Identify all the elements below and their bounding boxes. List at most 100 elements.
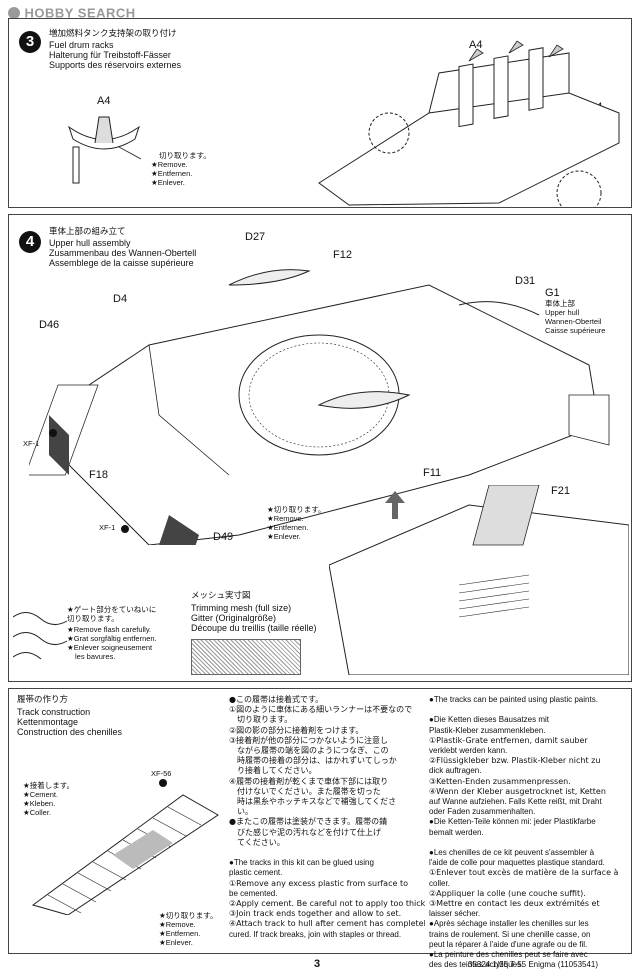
instruction-line: 時は黒糸やホッチキスなどで補強してくださ (229, 797, 397, 807)
instruction-line: ②Apply cement. Be careful not to apply t… (229, 899, 425, 909)
tracks-remove-en: ★Remove. (159, 920, 196, 929)
instruction-line: trains de roulement. Si une chenille cas… (429, 929, 591, 939)
cement-note-jp: ★接着します。 (23, 781, 74, 790)
watermark: HOBBY SEARCH (8, 4, 136, 22)
product-code: 35324 1/35 T-55 Enigma (11053541) (468, 960, 599, 969)
step3-title-de: Halterung für Treibstoff-Fässer (49, 50, 171, 60)
instruction-line (429, 838, 629, 848)
instruction-line: ③Join track ends together and allow to s… (229, 909, 402, 919)
instruction-line: ●The tracks can be painted using plastic… (429, 695, 598, 704)
instruction-line: ①Remove any excess plastic from surface … (229, 878, 408, 888)
tracks-remove-jp: ★切り取ります。 (159, 911, 218, 920)
instruction-line: ●Die Ketten dieses Bausatzes mit (429, 715, 549, 725)
instruction-line: 付けないでください。また履帯を切った (229, 786, 381, 796)
tracks-panel: 履帯の作り方 Track construction Kettenmontage … (8, 688, 632, 969)
gate-detail-drawing (13, 612, 68, 660)
paint-label-xf1-a: XF-1 (23, 439, 40, 448)
tracks-title-fr: Construction des chenilles (17, 727, 123, 737)
mesh-title-jp: メッシュ実寸図 (191, 591, 251, 601)
instruction-line: てください。 (229, 837, 285, 847)
step4-title-en: Upper hull assembly (49, 238, 131, 248)
instruction-line: ●Die Ketten-Teile können mi: jeder Plast… (429, 817, 596, 827)
instruction-line: laisser sécher. (429, 909, 481, 919)
step4-remove-jp: ★切り取ります。 (267, 505, 326, 514)
instruction-line: verklebt werden kann. (429, 746, 508, 756)
gate-note-jp1: ★ゲート部分をていねいに (67, 605, 157, 614)
step4-title-fr: Assemblege de la caisse supérieure (49, 258, 194, 268)
rack-part-drawing (68, 116, 142, 184)
part-label-f18: F18 (89, 469, 108, 481)
instruction-line: ●Après séchage installer les chenilles s… (429, 919, 589, 929)
instruction-line: ③Ketten-Enden zusammenpressen. (429, 776, 571, 786)
cement-note-de: ★Kleben. (23, 799, 56, 808)
instruction-line: ●Les chenilles de ce kit peuvent s'assem… (429, 848, 595, 858)
part-label-a4-left: A4 (97, 95, 111, 107)
instruction-line: ●La peinture des chenilles peut se faire… (429, 950, 588, 960)
step3-title-en: Fuel drum racks (49, 40, 114, 50)
gate-note-de: ★Grat sorgfältig entfernen. (67, 634, 157, 643)
gate-note-jp2: 切り取ります。 (67, 614, 119, 623)
page-number: 3 (314, 958, 321, 970)
instruction-line: Plastik-Kleber zusammenkleben. (429, 725, 546, 735)
instruction-line: 切り取ります。 (229, 715, 293, 725)
part-label-d27: D27 (245, 231, 266, 243)
step4-remove-de: ★Entfernen. (267, 523, 309, 532)
track-link-drawing (31, 794, 219, 915)
instruction-line: des des teintes acryliques. (429, 960, 524, 970)
part-label-f21: F21 (551, 485, 570, 497)
g1-desc-en: Upper hull (545, 308, 580, 317)
paint-dot-icon (121, 525, 129, 533)
instruction-line: ①Enlever tout excès de matière de la sur… (429, 868, 619, 878)
tracks-title-en: Track construction (17, 707, 91, 717)
gate-note-fr1: ★Enlever soigneusement (67, 643, 153, 652)
instruction-line: ①Plastik-Grate entfernen, damit sauber (429, 735, 588, 745)
instruction-line: い。 (229, 807, 253, 817)
instruction-line: dick auftragen. (429, 766, 482, 776)
instruction-line: ●またこの履帯は塗装ができます。履帯の錆 (229, 817, 388, 827)
step3-remove-en: ★Remove. (151, 160, 188, 169)
step4-remove-en: ★Remove. (267, 514, 304, 523)
part-label-g1: G1 (545, 287, 560, 299)
instruction-line: ④Wenn der Kleber ausgetrocknet ist, Kett… (429, 786, 606, 796)
paint-label-xf56: XF-56 (151, 769, 172, 778)
instruction-line: ③Mettre en contact les deux extrémités e… (429, 899, 600, 909)
part-label-f11: F11 (423, 467, 442, 479)
step3-remove-fr: ★Enlever. (151, 178, 185, 187)
paint-label-xf1-b: XF-1 (99, 523, 116, 532)
mesh-title-en: Trimming mesh (full size) (191, 603, 292, 613)
step4-title-de: Zusammenbau des Wannen-Obertell (49, 248, 197, 258)
instruction-line: be cemented. (229, 888, 278, 898)
g1-desc-fr: Caisse supérieure (545, 326, 606, 335)
step3-remove-jp: 切り取ります。 (159, 151, 211, 160)
step4-panel: 4 車体上部の組み立て Upper hull assembly Zusammen… (8, 214, 632, 682)
gate-note-en: ★Remove flash carefully. (67, 625, 152, 634)
instruction-line: cured. If track breaks, join with staple… (229, 929, 402, 939)
instruction-line (229, 848, 425, 858)
instruction-line: oder Faden zusammenhalten. (429, 807, 536, 817)
instruction-line: auf Wanne aufziehen. Falls Kette reißt, … (429, 797, 602, 807)
step4-title-jp: 車体上部の組み立て (49, 227, 126, 237)
g1-desc-jp: 車体上部 (545, 299, 575, 308)
instruction-line: ●この履帯は接着式です。 (229, 695, 324, 704)
paint-dot-icon (49, 429, 57, 437)
part-label-d46: D46 (39, 319, 60, 331)
part-label-d49: D49 (213, 531, 234, 543)
tracks-remove-de: ★Entfernen. (159, 929, 201, 938)
tracks-instructions-col2: ●The tracks can be painted using plastic… (429, 695, 629, 970)
part-label-f12: F12 (333, 249, 352, 261)
direction-arrow-icon (385, 491, 405, 519)
tracks-title-de: Kettenmontage (17, 717, 79, 727)
part-label-a4-top: A4 (469, 39, 483, 51)
step4-number: 4 (19, 231, 41, 253)
instruction-line: 時履帯の接着の部分は、はかれずいてしっか (229, 756, 397, 766)
gate-note-fr2: les bavures. (75, 652, 116, 661)
cement-note-fr: ★Coller. (23, 808, 51, 817)
mesh-title-fr: Découpe du treillis (taille réelle) (191, 623, 317, 633)
hull-front-detail-drawing (329, 485, 629, 675)
trimming-mesh-swatch (191, 639, 301, 675)
instruction-line: ③接着剤が他の部分につかないように注意し (229, 735, 389, 745)
instruction-line: ●The tracks in this kit can be glued usi… (229, 858, 374, 868)
instruction-line: ④Attach track to hull after cement has c… (229, 919, 425, 929)
instruction-line: り接着してください。 (229, 766, 317, 776)
part-label-d4: D4 (113, 293, 128, 305)
